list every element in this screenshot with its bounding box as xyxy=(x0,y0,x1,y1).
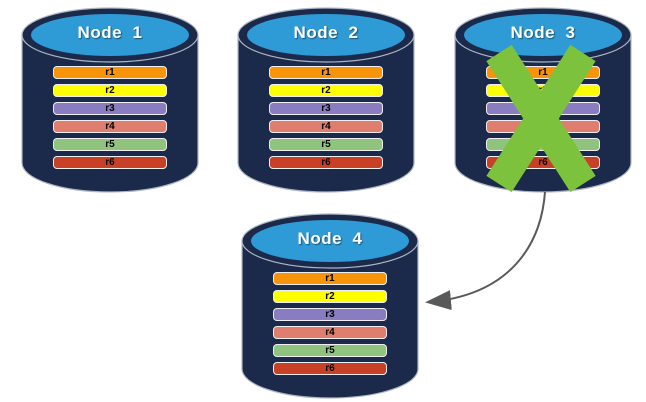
node-2: Node 2 r1 r2 r3 r4 r5 r6 xyxy=(236,4,416,194)
x-stroke xyxy=(486,44,596,193)
record-r6: r6 xyxy=(273,362,387,375)
failure-x-icon xyxy=(486,44,596,193)
record-r4: r4 xyxy=(273,326,387,339)
node-4-records: r1 r2 r3 r4 r5 r6 xyxy=(273,272,387,380)
cylinder-cap xyxy=(31,14,189,56)
record-r2: r2 xyxy=(273,290,387,303)
cylinder-cap xyxy=(247,14,405,56)
node-3: Node 3 r1 r2 r3 r4 r5 r6 xyxy=(453,4,633,194)
record-r5: r5 xyxy=(53,138,167,151)
replication-arrow xyxy=(425,191,546,311)
node-2-title: Node 2 xyxy=(293,23,359,42)
record-r6: r6 xyxy=(269,156,383,169)
record-r5: r5 xyxy=(273,344,387,357)
record-r4: r4 xyxy=(53,120,167,133)
arrow-curve xyxy=(425,191,546,311)
node-2-records: r1 r2 r3 r4 r5 r6 xyxy=(269,66,383,174)
node-1: Node 1 r1 r2 r3 r4 r5 r6 xyxy=(20,4,200,194)
node-1-title: Node 1 xyxy=(77,23,143,42)
record-r2: r2 xyxy=(269,84,383,97)
cylinder-cap xyxy=(464,14,622,56)
record-r1: r1 xyxy=(53,66,167,79)
record-r1: r1 xyxy=(269,66,383,79)
node-1-records: r1 r2 r3 r4 r5 r6 xyxy=(53,66,167,174)
record-r1: r1 xyxy=(273,272,387,285)
node-3-title: Node 3 xyxy=(510,23,576,42)
record-r3: r3 xyxy=(53,102,167,115)
record-r5: r5 xyxy=(269,138,383,151)
record-r3: r3 xyxy=(269,102,383,115)
cylinder-cap xyxy=(251,220,409,262)
record-r6: r6 xyxy=(53,156,167,169)
record-r4: r4 xyxy=(269,120,383,133)
node-4: Node 4 r1 r2 r3 r4 r5 r6 xyxy=(240,210,420,400)
record-r3: r3 xyxy=(273,308,387,321)
record-r2: r2 xyxy=(53,84,167,97)
node-4-title: Node 4 xyxy=(297,229,363,248)
